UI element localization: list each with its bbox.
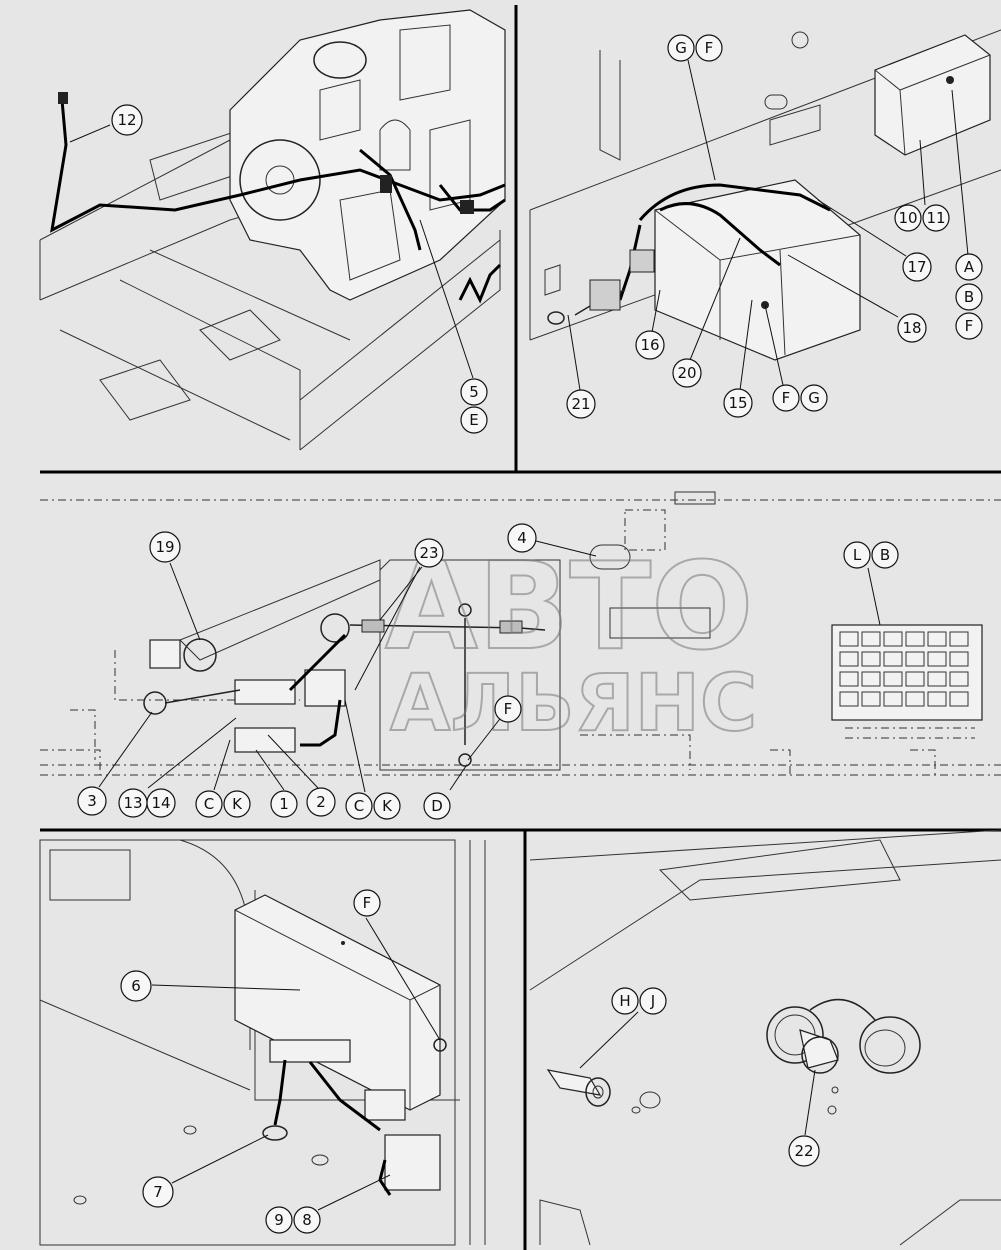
callout-13: 13 xyxy=(123,794,142,812)
callout-14: 14 xyxy=(151,794,170,812)
callout-K: K xyxy=(232,795,243,813)
callout-21: 21 xyxy=(571,395,590,413)
callout-19: 19 xyxy=(155,538,174,556)
callout-10: 10 xyxy=(898,209,917,227)
callout-F: F xyxy=(705,39,714,57)
panel-power-socket xyxy=(529,829,1001,1246)
panel-engine-harness xyxy=(39,9,506,451)
panel-fuse-relay-layout xyxy=(40,491,1001,776)
callout-A: A xyxy=(964,258,975,276)
callout-12: 12 xyxy=(117,111,136,129)
callout-F: F xyxy=(782,389,791,407)
callout-F: F xyxy=(504,700,513,718)
callout-22: 22 xyxy=(794,1142,813,1160)
callout-6: 6 xyxy=(131,977,141,995)
callout-15: 15 xyxy=(728,394,747,412)
callout-23: 23 xyxy=(419,544,438,562)
callout-4: 4 xyxy=(517,529,527,547)
callout-E: E xyxy=(469,411,478,429)
watermark-line-1: АВТО xyxy=(385,538,753,677)
callout-L: L xyxy=(853,546,862,564)
panel-controller-module xyxy=(39,839,486,1246)
callout-8: 8 xyxy=(302,1211,312,1229)
watermark-line-2: АЛЬЯНС xyxy=(390,659,757,749)
callout-2: 2 xyxy=(316,793,326,811)
callout-1: 1 xyxy=(279,795,289,813)
callout-F: F xyxy=(363,894,372,912)
panel-dividers xyxy=(40,5,1001,1250)
callout-F: F xyxy=(965,317,974,335)
callout-G: G xyxy=(808,389,820,407)
callout-18: 18 xyxy=(902,319,921,337)
callout-H: H xyxy=(619,992,630,1010)
callout-B: B xyxy=(880,546,890,564)
callout-G: G xyxy=(675,39,687,57)
callout-layer: 12 5 E G F 10 11 17 A B F 18 16 20 15 F … xyxy=(69,34,983,1234)
callout-11: 11 xyxy=(926,209,945,227)
callout-16: 16 xyxy=(640,336,659,354)
callout-D: D xyxy=(431,797,443,815)
callout-20: 20 xyxy=(677,364,696,382)
callout-17: 17 xyxy=(907,258,926,276)
panel-battery-box xyxy=(529,29,1001,361)
callout-B: B xyxy=(964,288,974,306)
callout-5: 5 xyxy=(469,383,479,401)
callout-7: 7 xyxy=(153,1183,163,1201)
callout-J: J xyxy=(650,992,655,1010)
callout-9: 9 xyxy=(274,1211,284,1229)
callout-3: 3 xyxy=(87,792,97,810)
callout-C: C xyxy=(354,797,364,815)
watermark: АВТО АЛЬЯНС xyxy=(384,537,758,750)
callout-C: C xyxy=(204,795,214,813)
callout-K: K xyxy=(382,797,393,815)
